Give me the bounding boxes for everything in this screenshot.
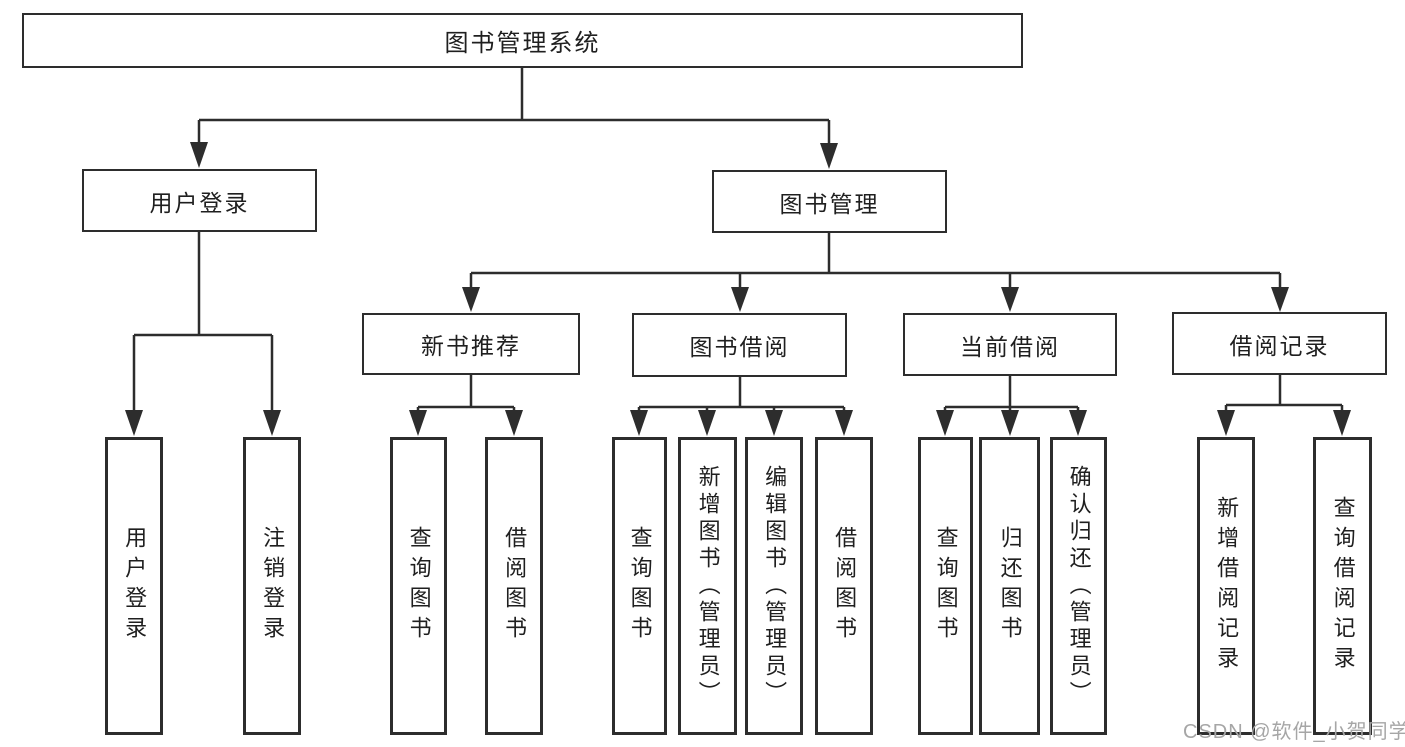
- node-user-login: 用户登录: [82, 169, 317, 232]
- arrowhead-cb-confirm: [1069, 410, 1087, 436]
- leaf-confirm-return-admin: 确认归还（管理员）: [1050, 437, 1107, 735]
- node-library-management-system: 图书管理系统: [22, 13, 1023, 68]
- arrowhead-leaf-login: [125, 410, 143, 436]
- leaf-edit-books-admin: 编辑图书（管理员）: [745, 437, 803, 735]
- node-label: 查询借阅记录: [1330, 496, 1356, 676]
- node-label: 新增借阅记录: [1214, 496, 1240, 676]
- leaf-logout-login: 注销登录: [243, 437, 301, 735]
- arrowhead-nb-query: [409, 410, 427, 436]
- node-label: 借阅图书: [502, 526, 528, 646]
- node-book-management: 图书管理: [712, 170, 947, 233]
- node-book-borrow: 图书借阅: [632, 313, 847, 377]
- node-label: 图书管理: [779, 190, 880, 217]
- leaf-query-books-borrow: 查询图书: [612, 437, 667, 735]
- arrowhead-bb-edit: [765, 410, 783, 436]
- leaf-return-books: 归还图书: [979, 437, 1040, 735]
- node-borrow-records: 借阅记录: [1172, 312, 1387, 375]
- leaf-user-login: 用户登录: [105, 437, 163, 735]
- arrowhead-current: [1001, 287, 1019, 312]
- arrowhead-borrow: [731, 287, 749, 312]
- arrowhead-cb-query: [936, 410, 954, 436]
- arrowhead-record: [1271, 287, 1289, 312]
- leaf-add-books-admin: 新增图书（管理员）: [678, 437, 737, 735]
- node-current-borrow: 当前借阅: [903, 313, 1117, 376]
- arrowhead-cb-return: [1001, 410, 1019, 436]
- node-label: 借阅图书: [832, 526, 858, 646]
- arrowhead-nb-borrow: [505, 410, 523, 436]
- leaf-query-books-current: 查询图书: [918, 437, 973, 735]
- csdn-watermark: CSDN @软件_小贺同学: [1183, 721, 1405, 743]
- node-label: 查询图书: [933, 526, 959, 646]
- node-label: 当前借阅: [960, 333, 1060, 360]
- leaf-query-books-recommend: 查询图书: [390, 437, 447, 735]
- arrowhead-bb-borrow: [835, 410, 853, 436]
- node-label: 图书借阅: [689, 334, 790, 360]
- node-new-book-recommend: 新书推荐: [362, 313, 580, 375]
- node-label: 新书推荐: [421, 333, 521, 359]
- leaf-query-borrow-record: 查询借阅记录: [1313, 437, 1372, 735]
- arrowhead-new-book: [462, 287, 480, 312]
- node-label: 编辑图书（管理员）: [762, 464, 788, 708]
- arrowhead-br-query: [1333, 410, 1351, 436]
- node-label: 查询图书: [627, 526, 653, 646]
- node-label: 图书管理系统: [444, 30, 601, 57]
- node-label: 用户登录: [149, 189, 250, 216]
- node-label: 注销登录: [260, 526, 286, 646]
- node-label: 新增图书（管理员）: [695, 464, 721, 708]
- leaf-add-borrow-record: 新增借阅记录: [1197, 437, 1255, 735]
- node-label: 借阅记录: [1229, 332, 1330, 359]
- leaf-borrow-books: 借阅图书: [815, 437, 873, 735]
- arrowhead-book-mgmt: [820, 143, 838, 169]
- arrowhead-br-add: [1217, 410, 1235, 436]
- node-label: 查询图书: [406, 526, 432, 646]
- arrowhead-leaf-logout: [263, 410, 281, 436]
- arrowhead-bb-query: [630, 410, 648, 436]
- node-label: 确认归还（管理员）: [1066, 464, 1092, 708]
- arrowhead-user-login: [190, 142, 208, 168]
- arrowhead-bb-add: [698, 410, 716, 436]
- node-label: 归还图书: [997, 526, 1023, 646]
- node-label: 用户登录: [122, 526, 148, 646]
- leaf-borrow-books-recommend: 借阅图书: [485, 437, 543, 735]
